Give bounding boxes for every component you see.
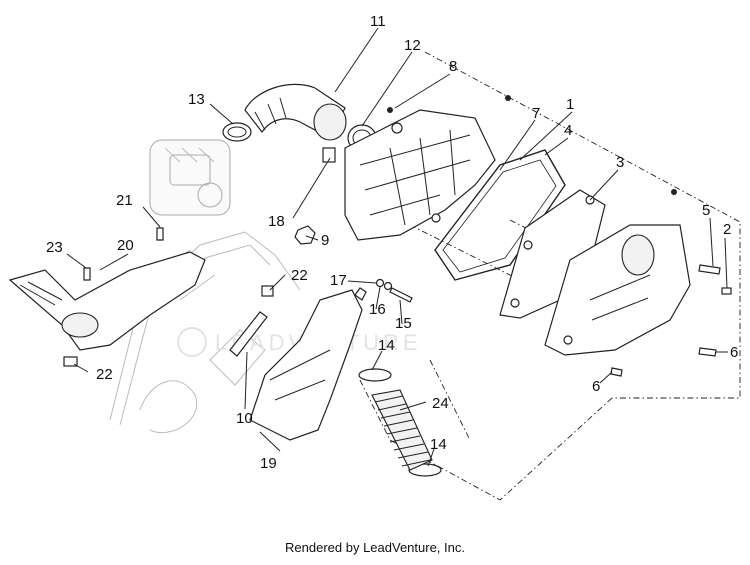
throttle-body xyxy=(149,139,231,216)
air-box-cover xyxy=(544,224,691,356)
leader-lines xyxy=(66,27,728,467)
seal-strip-10 xyxy=(229,311,268,357)
callout-22a: 22 xyxy=(291,267,308,284)
callout-17: 17 xyxy=(330,272,347,289)
callout-4: 4 xyxy=(564,122,572,139)
footer-credit: Rendered by LeadVenture, Inc. xyxy=(285,540,465,555)
callout-18: 18 xyxy=(268,213,285,230)
callout-11: 11 xyxy=(370,13,386,30)
callout-7: 7 xyxy=(532,105,540,122)
screw-8 xyxy=(387,107,393,113)
gasket xyxy=(434,149,566,281)
hardware-15-16-17 xyxy=(375,278,413,303)
hose-clamp-13 xyxy=(222,122,252,142)
callout-6a: 6 xyxy=(730,344,738,361)
callout-1: 1 xyxy=(566,96,574,113)
callout-9: 9 xyxy=(321,232,329,249)
bolt-23 xyxy=(83,267,91,281)
callout-21: 21 xyxy=(116,192,133,209)
callout-19: 19 xyxy=(260,455,277,472)
callout-6b: 6 xyxy=(592,378,600,395)
callout-16: 16 xyxy=(369,301,386,318)
bracket-18 xyxy=(322,147,336,163)
air-box-housing xyxy=(344,109,496,241)
callout-8: 8 xyxy=(449,58,457,75)
intake-elbow-hose xyxy=(244,83,347,141)
callout-22b: 22 xyxy=(96,366,113,383)
callout-15: 15 xyxy=(395,315,412,332)
nut-9 xyxy=(294,225,316,245)
callout-23: 23 xyxy=(46,239,63,256)
hose-clamps-14 xyxy=(358,368,442,477)
callout-10: 10 xyxy=(236,410,253,427)
callout-12: 12 xyxy=(404,37,421,54)
callout-3: 3 xyxy=(616,154,624,171)
corrugated-hose xyxy=(371,389,433,471)
clips-22 xyxy=(63,285,274,367)
intake-snorkel xyxy=(8,251,206,351)
bolt-21 xyxy=(156,227,164,241)
duct-cover xyxy=(249,287,367,441)
callout-2: 2 xyxy=(723,221,731,238)
screws-5-2-6 xyxy=(610,264,732,377)
marker-dot-2 xyxy=(671,189,677,195)
callout-14b: 14 xyxy=(430,436,447,453)
callout-labels: 1 2 3 4 5 6 6 7 8 9 10 11 12 13 14 14 15… xyxy=(46,13,738,472)
callout-13: 13 xyxy=(188,91,205,108)
callout-24: 24 xyxy=(432,395,449,412)
callout-5: 5 xyxy=(702,202,710,219)
callout-14a: 14 xyxy=(378,337,395,354)
callout-20: 20 xyxy=(117,237,134,254)
marker-dot-1 xyxy=(505,95,511,101)
